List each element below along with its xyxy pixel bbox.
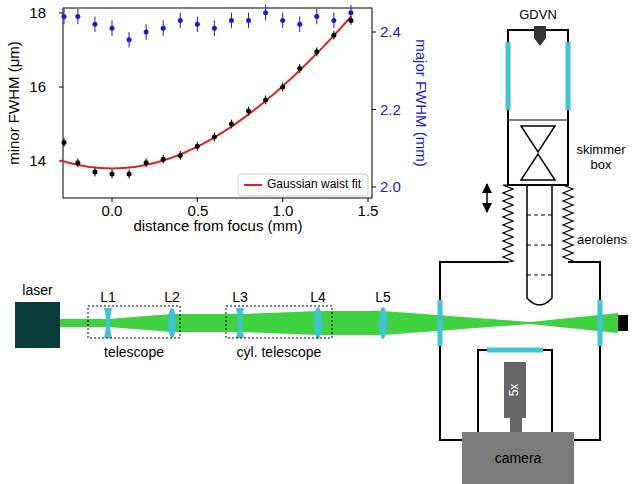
axis-text: 1.5 [358, 202, 379, 219]
telescope-outlines [88, 306, 332, 338]
vacuum-chamber [440, 30, 600, 440]
translation-arrow [486, 184, 488, 212]
axis-text: 1.0 [273, 202, 294, 219]
part-label: skimmer box [574, 143, 628, 173]
axis-text: 14 [29, 152, 46, 169]
part-label: GDVN [519, 8, 557, 23]
nozzle [534, 26, 546, 46]
legend-text: Gaussian waist fit [267, 178, 361, 192]
beam-stop [618, 315, 628, 331]
fit-curve [61, 17, 351, 169]
axis-text: 2.4 [380, 23, 401, 40]
cylindrical-lens [314, 307, 322, 339]
lens-label: L1 [100, 289, 116, 305]
part-label: aerolens [577, 233, 627, 248]
axis-text: major FWHM (mm) [412, 39, 429, 166]
axis-text: 2.0 [380, 178, 401, 195]
node-label: cyl. telescope [237, 344, 322, 360]
focusing-lens [379, 307, 387, 339]
lens-label: L4 [310, 289, 326, 305]
skimmers [521, 126, 555, 180]
axis-text: 0.0 [102, 202, 123, 219]
plot-frame [63, 8, 372, 198]
lens-label: L2 [164, 289, 180, 305]
convex-lens [168, 308, 176, 338]
windows [440, 42, 600, 350]
plot-content [59, 5, 376, 202]
lens-label: L5 [375, 289, 391, 305]
camera-box: camera [462, 432, 574, 484]
axis-text: 18 [29, 4, 46, 21]
bellows [503, 185, 573, 262]
legend-box [238, 174, 368, 196]
laser-box: laser [15, 302, 60, 348]
lenses [104, 307, 387, 339]
legend-line-sample [244, 184, 262, 186]
concave-lens [104, 308, 112, 338]
telescope-group: telescope [88, 306, 180, 338]
objective-mount [510, 418, 522, 432]
telescope-group: cyl. telescope [226, 306, 332, 338]
node-label: camera [495, 450, 542, 466]
cylindrical-lens [236, 308, 244, 338]
aerolens-tube [527, 185, 552, 305]
laser-beam [60, 311, 618, 335]
objective: 5x [504, 362, 526, 418]
lens-label: L3 [232, 289, 248, 305]
axis-text: 0.5 [188, 202, 209, 219]
axis-text: 16 [29, 78, 46, 95]
node-label: telescope [104, 344, 164, 360]
axis-text: 2.2 [380, 101, 401, 118]
axis-text: minor FWHM (μm) [5, 41, 22, 165]
axis-text: distance from focus (mm) [133, 217, 302, 234]
node-label: laser [22, 282, 52, 298]
node-label: 5x [508, 384, 522, 397]
